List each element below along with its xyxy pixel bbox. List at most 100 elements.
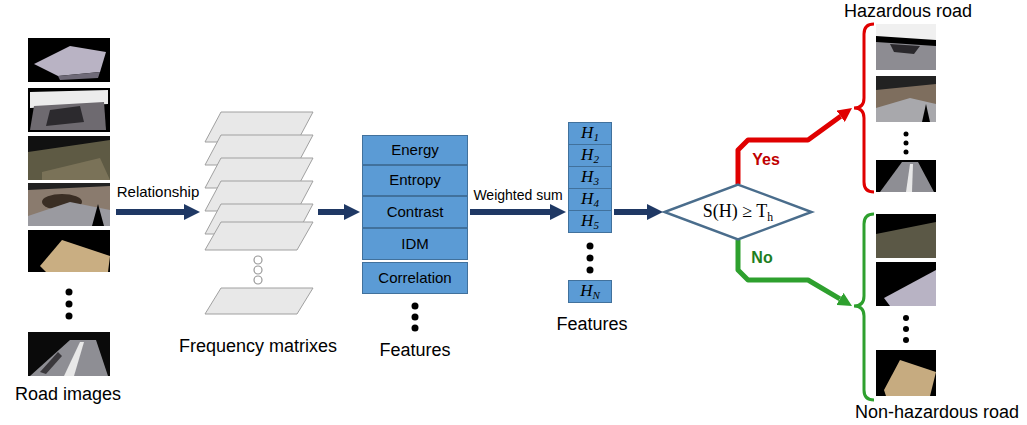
text-part: S(H) ≥ T [703,201,768,221]
road-photo [28,38,110,82]
road-photo [876,262,936,306]
ellipsis-dot [903,326,909,332]
ellipsis-dot [903,337,909,343]
photo-ground [876,214,936,258]
group-bracket [854,24,874,192]
text-part: H [581,211,593,230]
group-heading: Hazardous road [844,1,972,21]
ellipsis-dot [903,315,909,321]
traffic-cone [92,204,104,226]
photo-ground [28,88,110,132]
flow-arrow [318,209,344,215]
node-label: H4 [581,190,599,209]
matrix-group: Frequency matrixes [200,105,318,318]
group-heading: Features [379,340,450,360]
feature-box: IDM [362,228,468,260]
road-photo [876,214,936,258]
ellipsis-dot [904,132,909,137]
safe-group: Non-hazardous road [852,212,942,400]
matrix-stack [205,112,313,314]
flow-arrow [738,240,840,299]
edge-label: Yes [750,151,782,169]
road-slab [876,24,936,40]
road-photo [28,230,110,272]
road-slab [42,158,110,180]
text-subscript: 4 [593,197,599,209]
photo-ground [876,160,936,192]
road-collapse [30,102,106,130]
ellipsis-circle [254,276,262,284]
text-subscript: N [592,289,599,301]
road-marking [906,164,913,192]
group-bracket [854,214,874,400]
photo-ground [876,262,936,306]
feature-cell: H4 [568,188,612,211]
text-subscript: 2 [593,153,599,165]
node-label: Entropy [389,172,441,189]
feature-cell: H5 [568,210,612,233]
node-label: Energy [391,142,439,159]
road-slab [880,162,934,192]
feature-cell: H1 [568,122,612,145]
ellipsis-dot [587,255,594,262]
road-photo [876,350,936,396]
flow-arrow [116,209,184,215]
node-label: H1 [581,124,599,143]
road-photo [876,76,936,122]
feature-group: FeaturesEnergyEntropyContrastIDMCorrelat… [360,133,470,334]
road-slab [884,360,936,396]
node-label: S(H) ≥ Th [703,202,773,222]
group-heading: Road images [15,384,121,404]
hazard-group: Hazardous road [852,22,942,194]
road-debris [28,186,110,226]
ellipsis-dot [66,301,73,308]
node-label: H5 [581,212,599,231]
road-crack [46,106,84,126]
road-photo [28,183,110,226]
node-label: H3 [581,168,599,187]
photo-ground [28,183,110,226]
photo-ground [876,350,936,396]
road-photo [876,160,936,192]
text-part: H [581,145,593,164]
group-heading: Non-hazardous road [855,402,1019,422]
group-heading: Features [556,314,627,334]
road-slab [30,340,108,376]
traffic-cone [922,104,930,122]
photo-ground [28,38,110,82]
text-subscript: 5 [593,219,599,231]
ellipsis-dot [904,150,909,155]
ellipsis-dot [904,141,909,146]
feature-cell: HN [568,280,612,303]
road-photo [28,332,110,376]
text-part: H [580,281,592,300]
feature-box: Correlation [362,262,468,294]
feature-cell: H3 [568,166,612,189]
ellipsis-dot [587,243,594,250]
node-label: IDM [401,236,429,253]
text-subscript: h [767,211,773,224]
road-crack [40,352,62,374]
feature-cell: H2 [568,144,612,167]
ellipsis-circle [254,266,262,274]
road-slab [876,42,936,70]
group-heading: Frequency matrixes [179,336,337,356]
matrix-sheet [205,288,313,314]
road-debris [876,84,936,122]
image-group: Road images [24,36,116,378]
text-subscript: 3 [593,175,599,187]
photo-ground [876,76,936,122]
road-crack [890,44,920,54]
text-part: H [581,123,593,142]
photo-ground [876,24,936,70]
road-slab [876,222,936,258]
road-photo [28,88,110,132]
text-part: H [581,189,593,208]
road-edge [58,72,100,80]
road-slab [34,46,106,76]
edge-label: No [749,249,774,267]
ellipsis-dot [412,325,419,332]
ellipsis-dot [412,314,419,321]
